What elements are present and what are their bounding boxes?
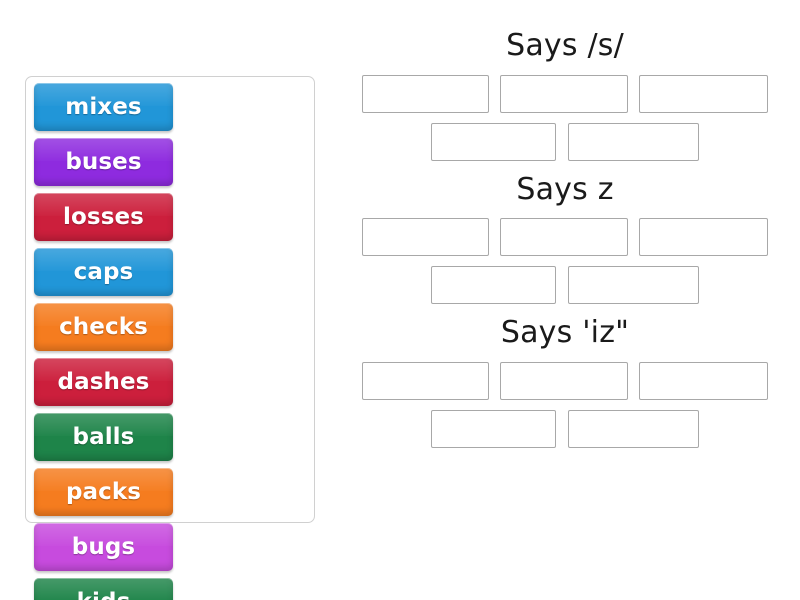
drop-slot[interactable] bbox=[362, 218, 489, 257]
drop-slot[interactable] bbox=[500, 361, 628, 400]
word-tile-label: losses bbox=[63, 204, 144, 230]
drop-slot[interactable] bbox=[568, 122, 699, 161]
category-groups: Says /s/ Says z Says bbox=[350, 28, 780, 573]
word-tile[interactable]: losses bbox=[34, 193, 173, 241]
word-tile-pool[interactable]: mixes buses losses caps checks dashes ba… bbox=[25, 76, 315, 600]
drop-slot[interactable] bbox=[431, 122, 556, 161]
word-tile-label: balls bbox=[72, 424, 135, 450]
drop-slot[interactable] bbox=[362, 361, 489, 400]
drop-slot-row bbox=[350, 122, 780, 161]
drop-slot[interactable] bbox=[362, 74, 489, 113]
drop-slot[interactable] bbox=[639, 74, 768, 113]
category-group-says-iz: Says 'iz" bbox=[350, 315, 780, 448]
word-tile-label: caps bbox=[73, 259, 134, 285]
word-tile-label: checks bbox=[59, 314, 148, 340]
drop-slot-row bbox=[350, 266, 780, 305]
category-group-says-z: Says z bbox=[350, 172, 780, 305]
drop-slot[interactable] bbox=[500, 218, 628, 257]
word-tile[interactable]: buses bbox=[34, 138, 173, 186]
category-title: Says /s/ bbox=[506, 28, 624, 63]
drop-slot[interactable] bbox=[431, 409, 556, 448]
drop-slot[interactable] bbox=[431, 266, 556, 305]
drop-slot[interactable] bbox=[500, 74, 628, 113]
word-tile[interactable]: mixes bbox=[34, 83, 173, 131]
drop-slot-row bbox=[350, 218, 780, 257]
word-tile[interactable]: packs bbox=[34, 468, 173, 516]
drop-slot[interactable] bbox=[639, 361, 768, 400]
drop-slot[interactable] bbox=[568, 266, 699, 305]
word-tile[interactable]: dashes bbox=[34, 358, 173, 406]
word-tile[interactable]: checks bbox=[34, 303, 173, 351]
word-tile-label: kids bbox=[77, 589, 131, 600]
category-group-says-s: Says /s/ bbox=[350, 28, 780, 161]
category-title: Says 'iz" bbox=[500, 315, 630, 351]
category-title: Says z bbox=[516, 171, 614, 207]
word-tile-label: mixes bbox=[65, 94, 142, 120]
word-tile-label: dashes bbox=[57, 369, 150, 395]
drop-slot-row bbox=[350, 361, 780, 400]
word-tile-label: buses bbox=[65, 149, 142, 175]
word-tile[interactable]: balls bbox=[34, 413, 173, 461]
word-tile[interactable]: caps bbox=[34, 248, 173, 296]
word-tile[interactable]: kids bbox=[34, 578, 173, 600]
drop-slot-row bbox=[350, 74, 780, 113]
word-tile-label: bugs bbox=[71, 534, 136, 560]
word-tile[interactable]: bugs bbox=[34, 523, 173, 571]
drop-slot[interactable] bbox=[639, 218, 768, 257]
word-tile-label: packs bbox=[65, 479, 142, 505]
drop-slot[interactable] bbox=[568, 409, 699, 448]
drop-slot-row bbox=[350, 409, 780, 448]
